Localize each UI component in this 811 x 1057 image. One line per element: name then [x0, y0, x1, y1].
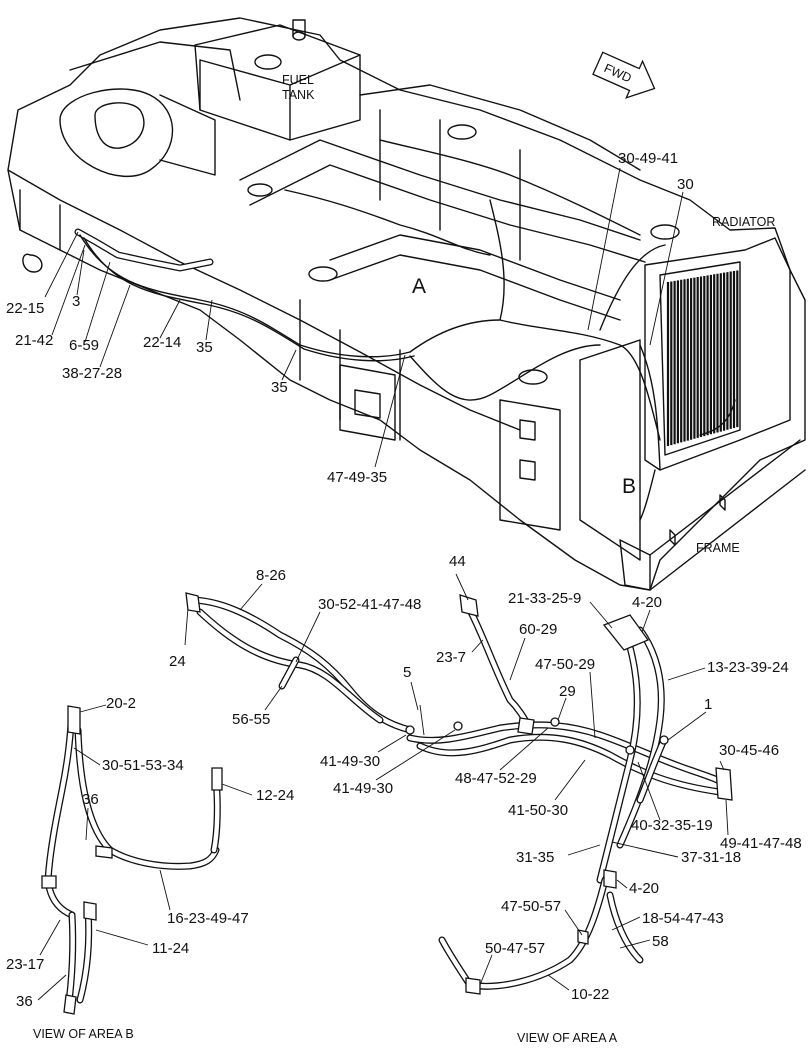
callout-3: 3 — [72, 293, 80, 310]
callout-49-41-47-48: 49-41-47-48 — [720, 835, 802, 852]
callout-40-32-35-19: 40-32-35-19 — [631, 817, 713, 834]
callout-58: 58 — [652, 933, 669, 950]
callout-30-52-41-47-48: 30-52-41-47-48 — [318, 596, 421, 613]
callout-41-50-30: 41-50-30 — [508, 802, 568, 819]
caption-view-area-a: VIEW OF AREA A — [517, 1031, 618, 1045]
callout-48-47-52-29: 48-47-52-29 — [455, 770, 537, 787]
callout-41-49-30-b: 41-49-30 — [333, 780, 393, 797]
view-area-a-callouts: 8-26 24 30-52-41-47-48 56-55 44 23-7 60-… — [169, 553, 802, 1003]
view-area-a-drawing — [185, 592, 733, 995]
frame-label: FRAME — [696, 541, 740, 555]
callout-24: 24 — [169, 653, 186, 670]
callout-18-54-47-43: 18-54-47-43 — [642, 910, 724, 927]
callout-6-59: 6-59 — [69, 337, 99, 354]
callout-30-45-46: 30-45-46 — [719, 742, 779, 759]
view-area-b-drawing — [41, 705, 223, 1015]
callout-13-23-39-24: 13-23-39-24 — [707, 659, 789, 676]
callout-35-a: 35 — [196, 339, 213, 356]
overview-labels: FUEL TANK FWD RADIATOR FRAME A B — [282, 51, 775, 555]
callout-22-15: 22-15 — [6, 300, 44, 317]
callout-47-50-57: 47-50-57 — [501, 898, 561, 915]
area-a-marker: A — [412, 275, 426, 298]
callout-36-b: 36 — [16, 993, 33, 1010]
callout-47-49-35: 47-49-35 — [327, 469, 387, 486]
callout-29: 29 — [559, 683, 576, 700]
callout-21-42: 21-42 — [15, 332, 53, 349]
callout-36-a: 36 — [82, 791, 99, 808]
callout-50-47-57: 50-47-57 — [485, 940, 545, 957]
callout-35-b: 35 — [271, 379, 288, 396]
callout-4-20-a: 4-20 — [632, 594, 662, 611]
area-b-marker: B — [622, 475, 636, 498]
callout-30: 30 — [677, 176, 694, 193]
view-captions: VIEW OF AREA B VIEW OF AREA A — [33, 1027, 618, 1045]
callout-38-27-28: 38-27-28 — [62, 365, 122, 382]
fuel-tank-label-2: TANK — [282, 88, 315, 102]
callout-4-20-b: 4-20 — [629, 880, 659, 897]
callout-44: 44 — [449, 553, 466, 570]
callout-1: 1 — [704, 696, 712, 713]
callout-22-14: 22-14 — [143, 334, 181, 351]
radiator-label: RADIATOR — [712, 215, 775, 229]
callout-20-2: 20-2 — [106, 695, 136, 712]
callout-12-24: 12-24 — [256, 787, 294, 804]
caption-view-area-b: VIEW OF AREA B — [33, 1027, 134, 1041]
view-area-b-callouts: 20-2 30-51-53-34 12-24 36 16-23-49-47 11… — [6, 695, 294, 1010]
machine-frame-overview — [7, 17, 806, 591]
callout-23-17: 23-17 — [6, 956, 44, 973]
overview-hose-lines — [74, 139, 736, 521]
callout-31-35: 31-35 — [516, 849, 554, 866]
callout-30-51-53-34: 30-51-53-34 — [102, 757, 184, 774]
callout-21-33-25-9: 21-33-25-9 — [508, 590, 581, 607]
overview-callouts: 22-15 3 21-42 6-59 38-27-28 22-14 35 35 … — [6, 150, 694, 486]
callout-41-49-30-a: 41-49-30 — [320, 753, 380, 770]
callout-56-55: 56-55 — [232, 711, 270, 728]
callout-23-7: 23-7 — [436, 649, 466, 666]
fuel-tank-label-1: FUEL — [282, 73, 314, 87]
fwd-arrow-icon: FWD — [592, 51, 656, 99]
callout-10-22: 10-22 — [571, 986, 609, 1003]
callout-8-26: 8-26 — [256, 567, 286, 584]
callout-5: 5 — [403, 664, 411, 681]
callout-30-49-41: 30-49-41 — [618, 150, 678, 167]
callout-16-23-49-47: 16-23-49-47 — [167, 910, 249, 927]
callout-11-24: 11-24 — [152, 940, 189, 957]
callout-47-50-29: 47-50-29 — [535, 656, 595, 673]
callout-60-29: 60-29 — [519, 621, 557, 638]
callout-37-31-18: 37-31-18 — [681, 849, 741, 866]
